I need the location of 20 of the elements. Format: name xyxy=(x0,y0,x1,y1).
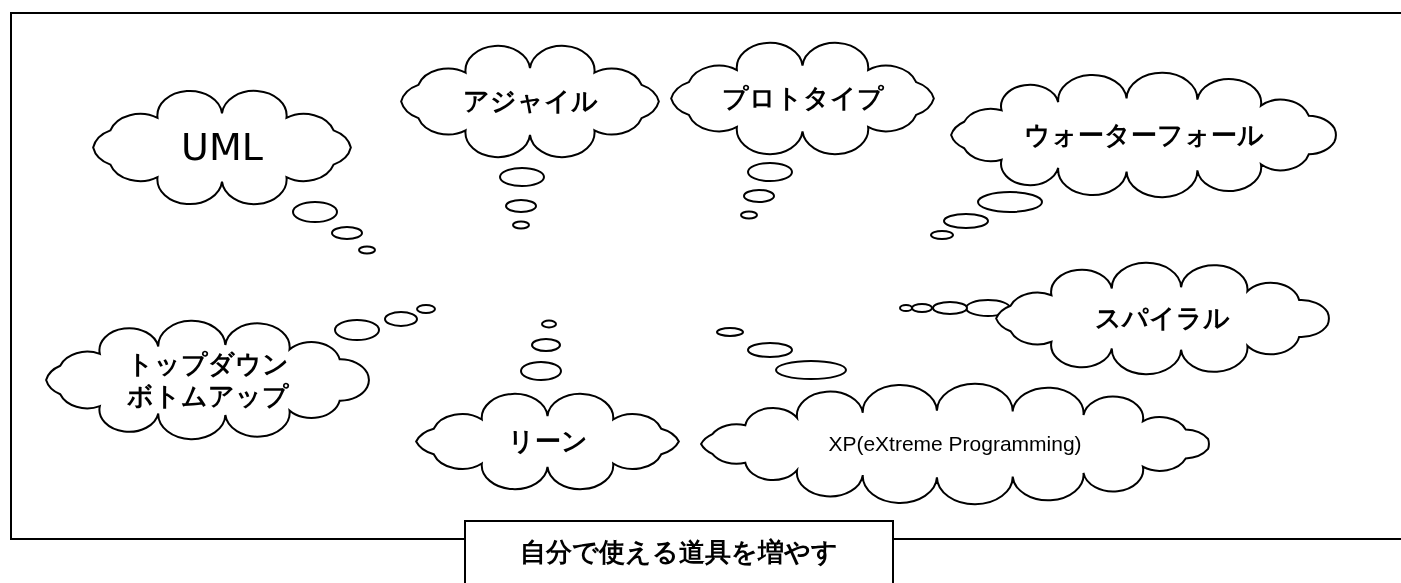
thought-cloud xyxy=(92,90,352,205)
frame-box xyxy=(10,12,1401,540)
cloud-label: XP(eXtreme Programming) xyxy=(828,430,1082,457)
cloud-label: ボトムアップ xyxy=(126,380,289,413)
thought-cloud xyxy=(415,393,680,490)
cloud-label: ウォーターフォール xyxy=(1023,118,1264,152)
cloud-label: アジャイル xyxy=(462,85,598,118)
cloud-label: プロトタイプ xyxy=(721,82,884,115)
cloud-label: トップダウン xyxy=(126,347,289,380)
thought-cloud xyxy=(995,262,1330,375)
cloud-label: リーン xyxy=(507,425,588,458)
cloud-label: UML xyxy=(181,123,263,171)
thought-cloud xyxy=(400,45,660,158)
thought-cloud xyxy=(700,383,1210,505)
thought-cloud xyxy=(670,42,935,155)
thought-cloud xyxy=(950,72,1337,198)
cloud-label: スパイラル xyxy=(1095,302,1230,335)
caption-text: 自分で使える道具を増やす xyxy=(520,536,838,569)
caption-box xyxy=(464,520,894,583)
thought-cloud xyxy=(45,320,370,440)
